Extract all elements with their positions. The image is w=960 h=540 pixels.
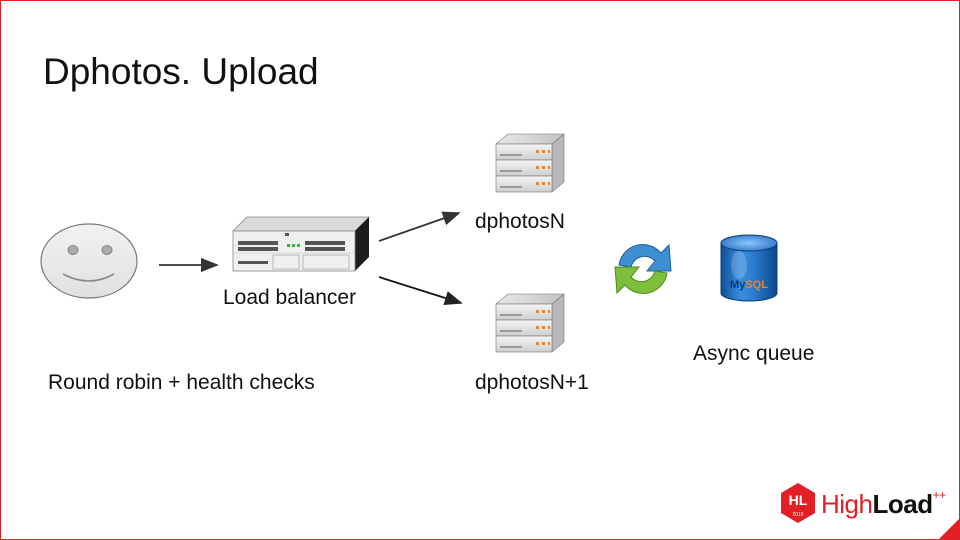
server-rack-icon bbox=[495, 293, 565, 353]
load-balancer-label: Load balancer bbox=[223, 286, 357, 309]
server-rack-icon bbox=[495, 133, 565, 193]
brand-plus: ++ bbox=[932, 488, 947, 503]
arrow-to-server-n bbox=[378, 211, 461, 242]
arrow-to-server-n1 bbox=[378, 276, 463, 305]
page-title: Dphotos. Upload bbox=[43, 51, 319, 92]
highload-brand: HighLoad++ bbox=[821, 488, 947, 520]
logo-badge: HL bbox=[789, 492, 808, 508]
highload-logo-icon: HL 2016 bbox=[781, 483, 815, 523]
server-n-label: dphotosN bbox=[475, 210, 565, 233]
async-queue-label: Async queue bbox=[693, 342, 815, 365]
corner-accent bbox=[939, 519, 959, 539]
mysql-database-icon: MySQL bbox=[720, 234, 778, 302]
server-n1-label: dphotosN+1 bbox=[475, 371, 589, 394]
mysql-label: MySQL bbox=[730, 279, 768, 291]
brand-bold: Load bbox=[872, 489, 933, 519]
round-robin-label: Round robin + health checks bbox=[48, 371, 315, 394]
logo-year: 2016 bbox=[792, 512, 803, 518]
smiley-face-icon bbox=[40, 223, 138, 299]
brand-light: High bbox=[821, 489, 873, 519]
sync-arrows-icon bbox=[614, 243, 672, 295]
network-switch-icon bbox=[232, 216, 370, 272]
